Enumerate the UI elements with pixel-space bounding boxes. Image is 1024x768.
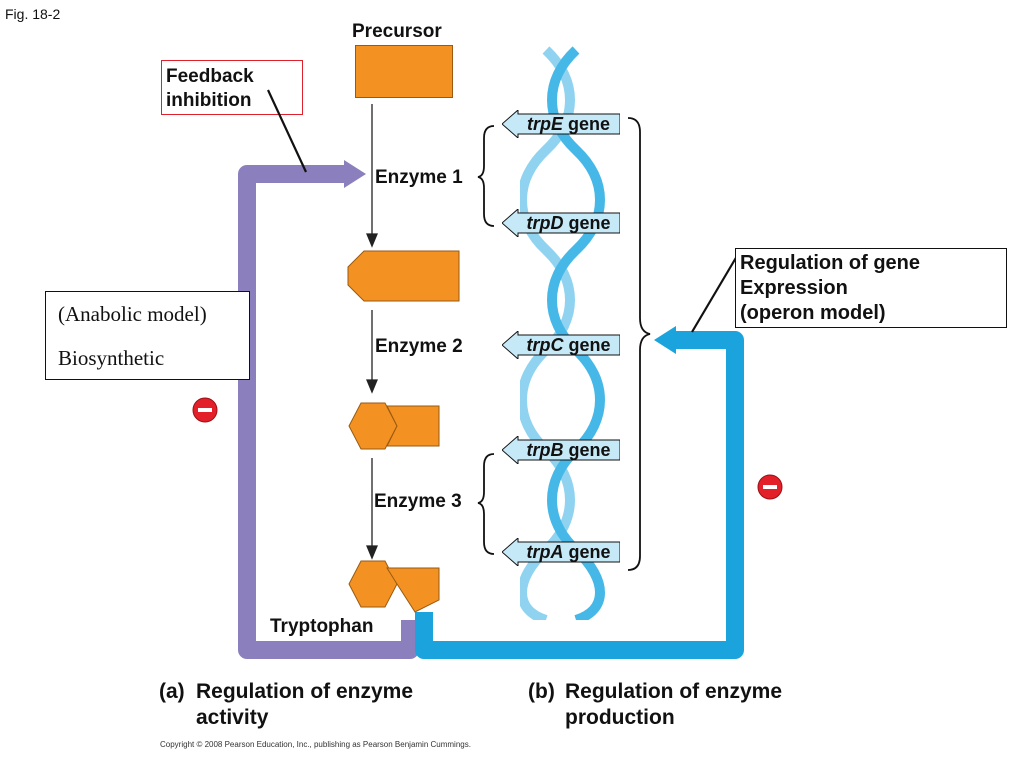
operon-brace — [627, 117, 651, 571]
gene-suffix: gene — [563, 440, 611, 460]
caption-a-label: (a) — [159, 680, 185, 703]
caption-b-line1: Regulation of enzyme — [565, 680, 783, 703]
operon-label-line1: Regulation of gene — [740, 252, 920, 274]
gene-name: trpB — [526, 440, 564, 460]
minus-icon — [757, 474, 783, 500]
gene-trpE: trpE gene — [502, 110, 620, 138]
gene-trpA: trpA gene — [502, 538, 620, 566]
gene-suffix: gene — [562, 114, 610, 134]
gene-suffix: gene — [563, 542, 611, 562]
biosynthetic-text: Biosynthetic — [58, 346, 165, 370]
enzyme-1-brace — [477, 125, 495, 227]
feedback-label-line2: inhibition — [166, 90, 252, 111]
gene-name: trpE — [526, 114, 563, 134]
gene-trpC: trpC gene — [502, 331, 620, 359]
feedback-label-line1: Feedback — [166, 66, 254, 87]
intermediate-1-molecule — [347, 250, 460, 302]
operon-label-line2: Expression — [740, 277, 848, 299]
gene-trpB: trpB gene — [502, 436, 620, 464]
gene-trpD: trpD gene — [502, 209, 620, 237]
precursor-molecule — [355, 45, 453, 98]
gene-name: trpA — [526, 542, 564, 562]
caption-a-line1: Regulation of enzyme — [196, 680, 414, 703]
minus-icon — [192, 397, 218, 423]
precursor-label: Precursor — [352, 21, 442, 42]
enzyme-1-label: Enzyme 1 — [375, 167, 463, 188]
intermediate-2-molecule — [348, 402, 440, 450]
copyright-text: Copyright © 2008 Pearson Education, Inc.… — [160, 740, 471, 749]
figure-label: Fig. 18-2 — [5, 6, 61, 22]
caption-a-line2: activity — [196, 706, 269, 729]
anabolic-model-text: (Anabolic model) — [58, 302, 207, 326]
gene-name: trpC — [526, 335, 564, 355]
operon-model-box: Regulation of gene Expression (operon mo… — [735, 248, 1007, 328]
gene-name: trpD — [526, 213, 564, 233]
gene-suffix: gene — [563, 213, 611, 233]
enzyme-2-label: Enzyme 2 — [375, 336, 463, 357]
enzyme-3-label: Enzyme 3 — [374, 491, 462, 512]
operon-label-line3: (operon model) — [740, 302, 886, 324]
tryptophan-label: Tryptophan — [270, 616, 374, 637]
enzyme-3-brace — [477, 453, 495, 555]
gene-suffix: gene — [563, 335, 611, 355]
caption-b-line2: production — [565, 706, 675, 729]
caption-b-label: (b) — [528, 680, 555, 703]
feedback-inhibition-box: Feedback inhibition — [161, 60, 303, 115]
tryptophan-molecule — [348, 560, 440, 613]
anabolic-model-box: (Anabolic model) Biosynthetic — [45, 291, 250, 380]
